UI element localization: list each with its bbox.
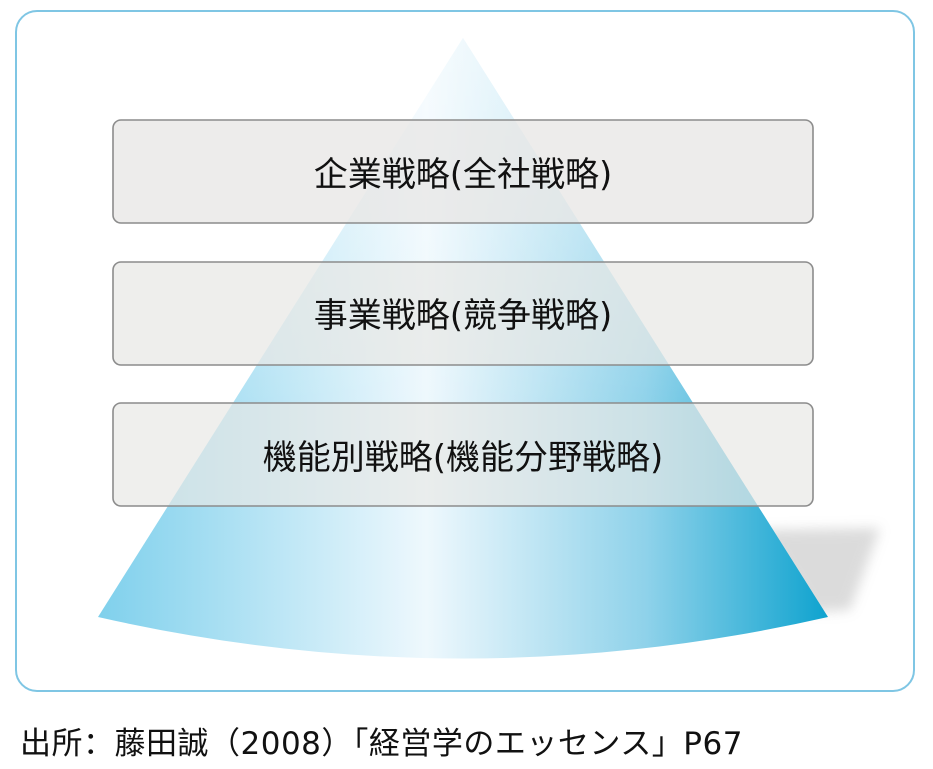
level-box-1: 企業戦略(全社戦略) bbox=[112, 119, 814, 224]
source-caption: 出所：藤田誠（2008）「経営学のエッセンス」P67 bbox=[20, 726, 743, 762]
level-label-2: 事業戦略(競争戦略) bbox=[314, 296, 613, 336]
level-box-2: 事業戦略(競争戦略) bbox=[112, 261, 814, 366]
pyramid-shadow bbox=[760, 528, 880, 612]
level-label-3: 機能別戦略(機能分野戦略) bbox=[263, 438, 664, 478]
level-label-1: 企業戦略(全社戦略) bbox=[314, 155, 613, 195]
level-box-3: 機能別戦略(機能分野戦略) bbox=[112, 402, 814, 507]
